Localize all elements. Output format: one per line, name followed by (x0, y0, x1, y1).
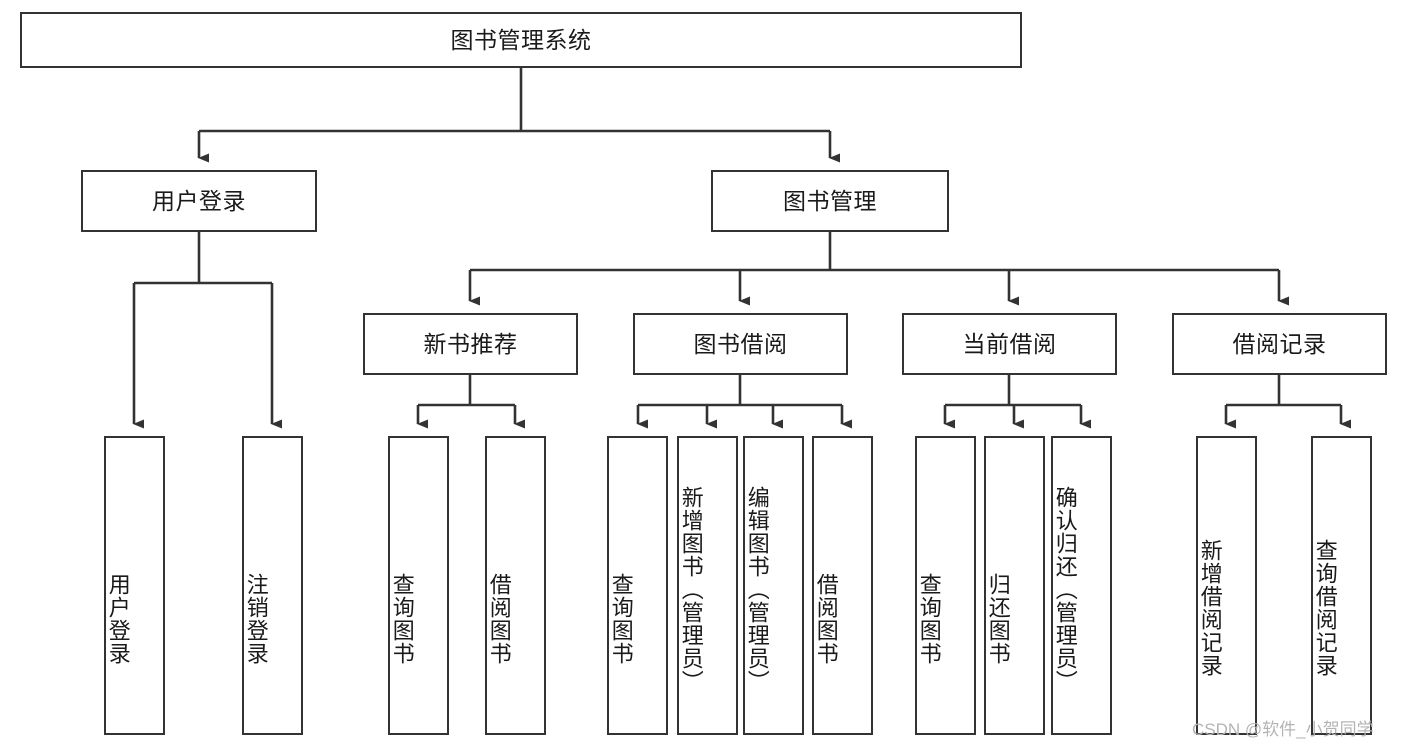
node-leaf-borrow-book-label: 借阅图书 (813, 572, 839, 665)
node-leaf-query-book-cur-label: 查询图书 (916, 572, 942, 665)
node-leaf-logout[interactable]: 注销登录 (242, 436, 303, 735)
node-leaf-confirm-return[interactable]: 确认归还（管理员） (1051, 436, 1112, 735)
node-leaf-logout-label: 注销登录 (243, 572, 269, 665)
node-leaf-return-book[interactable]: 归还图书 (984, 436, 1045, 735)
node-new-book-rec[interactable]: 新书推荐 (363, 313, 578, 375)
node-leaf-query-book-rec[interactable]: 查询图书 (388, 436, 449, 735)
node-book-manage[interactable]: 图书管理 (711, 170, 949, 232)
node-leaf-user-login-label: 用户登录 (105, 572, 131, 665)
node-book-manage-label: 图书管理 (783, 187, 877, 214)
node-leaf-query-book-borrow-label: 查询图书 (608, 572, 634, 665)
node-borrow-record-label: 借阅记录 (1232, 330, 1327, 357)
node-current-borrow[interactable]: 当前借阅 (902, 313, 1117, 375)
node-book-borrow[interactable]: 图书借阅 (633, 313, 848, 375)
node-leaf-return-book-label: 归还图书 (985, 572, 1011, 665)
node-root-label: 图书管理系统 (450, 26, 592, 53)
node-user-login[interactable]: 用户登录 (81, 170, 317, 232)
node-leaf-borrow-book[interactable]: 借阅图书 (812, 436, 873, 735)
node-user-login-label: 用户登录 (152, 187, 246, 214)
node-leaf-user-login[interactable]: 用户登录 (104, 436, 165, 735)
node-leaf-query-record[interactable]: 查询借阅记录 (1311, 436, 1372, 735)
node-leaf-borrow-book-rec[interactable]: 借阅图书 (485, 436, 546, 735)
node-leaf-borrow-book-rec-label: 借阅图书 (486, 572, 512, 665)
node-leaf-confirm-return-label: 确认归还（管理员） (1052, 486, 1078, 693)
node-leaf-add-book[interactable]: 新增图书（管理员） (677, 436, 738, 735)
node-book-borrow-label: 图书借阅 (693, 330, 788, 357)
node-leaf-add-record[interactable]: 新增借阅记录 (1196, 436, 1257, 735)
node-leaf-edit-book[interactable]: 编辑图书（管理员） (743, 436, 804, 735)
node-leaf-add-record-label: 新增借阅记录 (1197, 538, 1223, 677)
node-leaf-query-book-borrow[interactable]: 查询图书 (607, 436, 668, 735)
node-leaf-add-book-label: 新增图书（管理员） (678, 486, 704, 693)
node-new-book-rec-label: 新书推荐 (423, 330, 518, 357)
node-leaf-query-record-label: 查询借阅记录 (1312, 538, 1338, 677)
node-root[interactable]: 图书管理系统 (20, 12, 1022, 68)
node-borrow-record[interactable]: 借阅记录 (1172, 313, 1387, 375)
node-leaf-query-book-rec-label: 查询图书 (389, 572, 415, 665)
node-leaf-edit-book-label: 编辑图书（管理员） (744, 486, 770, 693)
node-leaf-query-book-cur[interactable]: 查询图书 (915, 436, 976, 735)
csdn-watermark: CSDN @软件_小贺同学 (1192, 720, 1374, 739)
node-current-borrow-label: 当前借阅 (962, 330, 1057, 357)
